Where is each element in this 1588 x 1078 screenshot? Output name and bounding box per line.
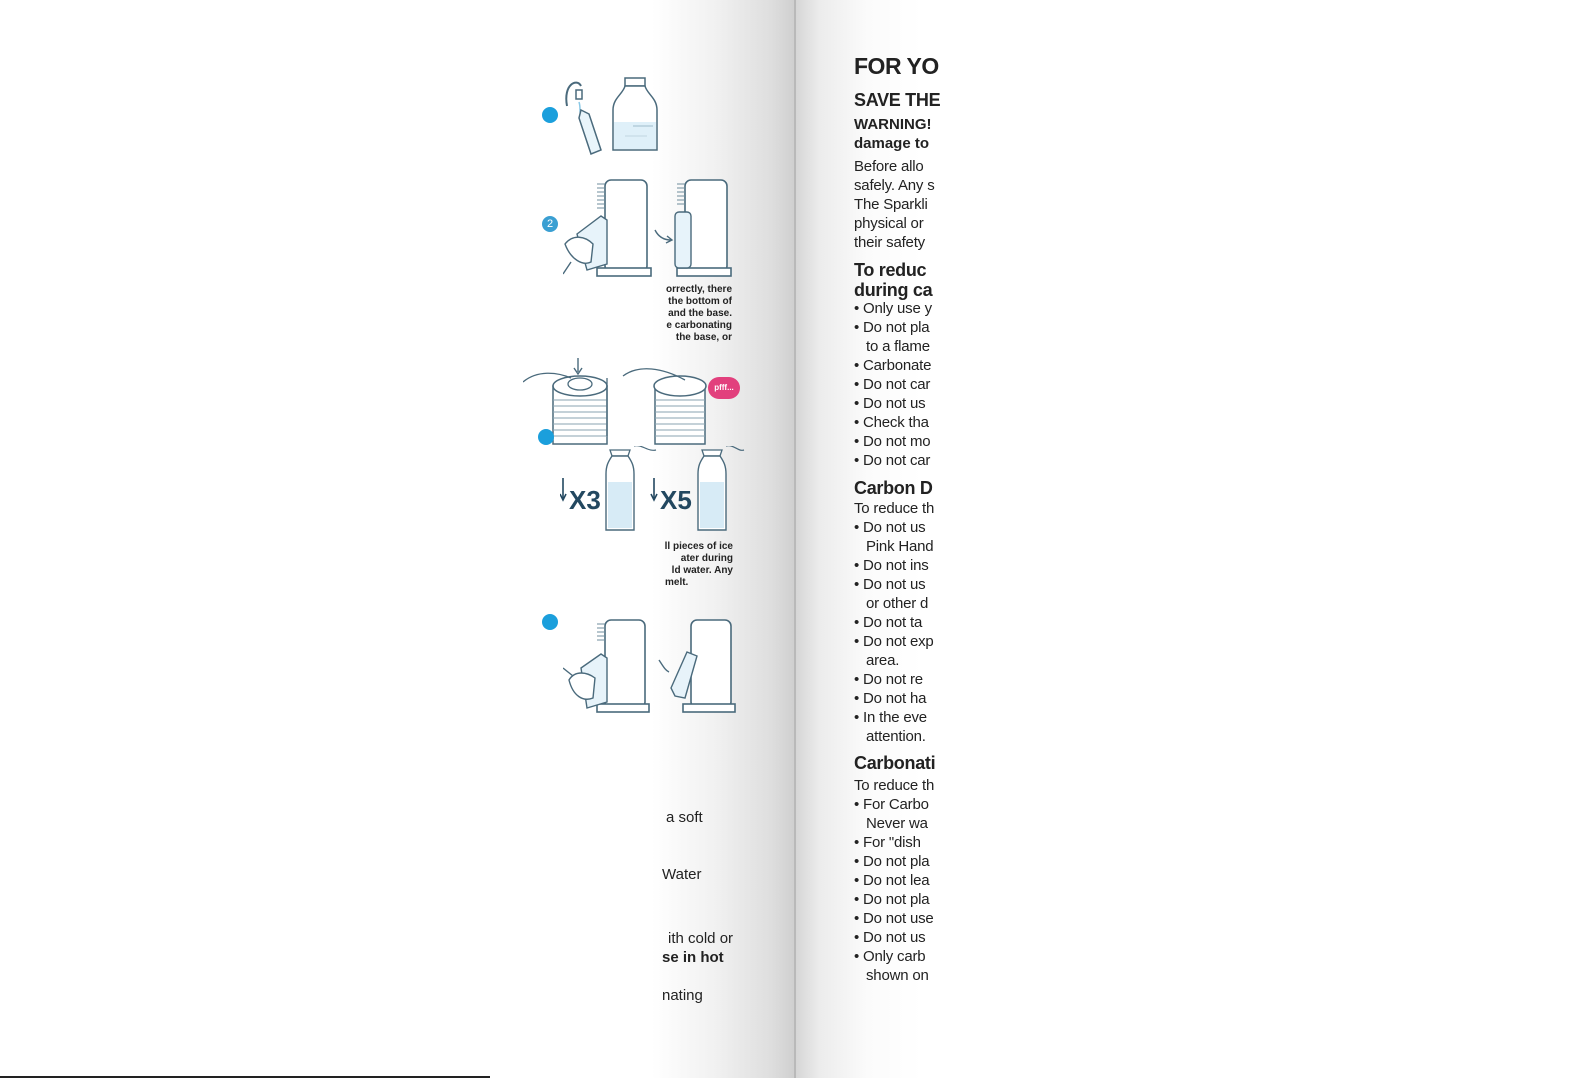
section-3-item: • Do not pla [854,853,930,870]
carbonate-bottle-illustration [560,446,745,531]
left-page [0,0,795,1078]
caption-line: e carbonating [666,320,732,331]
pfff-sound-bubble: pfff... [708,377,740,399]
intro-line: Before allo [854,158,924,175]
section-2-item: • Do not re [854,671,923,688]
section-3-item: • Only carb [854,948,926,965]
intro-line: their safety [854,234,925,251]
remove-bottle-illustration [563,619,736,713]
intro-line: safely. Any s [854,177,935,194]
step-3-marker [538,429,554,445]
section-1-item: • Do not pla [854,319,930,336]
section-1-item: • Check tha [854,414,929,431]
pump-count-5: X5 [660,485,692,515]
section-3-item: • For "dish [854,834,921,851]
section-2-item: • Do not ins [854,557,929,574]
section-3-item: • Do not us [854,929,926,946]
section-2-intro: To reduce th [854,500,935,517]
step-1-marker [542,107,558,123]
section-2-item: • Do not ha [854,690,927,707]
press-button-illustration [523,358,707,445]
section-3-item: • For Carbo [854,796,929,813]
bottom-rule [0,1076,490,1078]
caption-line: orrectly, there [666,284,732,295]
caption-line: ater during [680,553,733,564]
text-fragment-water: Water [662,866,702,883]
section-2-item: or other d [866,595,929,612]
fill-bottle-illustration [565,77,658,155]
text-fragment-hot: se in hot [662,949,724,966]
section-1-heading: To reduc [854,260,927,280]
warning-line: WARNING! [854,116,932,133]
section-2-item: attention. [866,728,926,745]
section-1-item: • Do not car [854,376,931,393]
save-heading: SAVE THE [854,90,941,110]
section-1-item: • Do not mo [854,433,931,450]
text-fragment-carbonating: nating [662,987,703,1004]
intro-line: The Sparkli [854,196,928,213]
attach-bottle-illustration [563,179,732,277]
caption-line: the bottom of [668,296,732,307]
text-fragment-cold: ith cold or [668,930,734,947]
section-2-item: Pink Hand [866,538,934,555]
section-2-item: • Do not exp [854,633,934,650]
section-1-heading: during ca [854,280,933,300]
section-3-item: • Do not lea [854,872,930,889]
section-2-item: area. [866,652,900,669]
section-3-item: • Do not use [854,910,934,927]
caption-line: and the base. [668,308,732,319]
caption-line: melt. [665,577,689,588]
caption-attach-bottle: orrectly, there the bottom of and the ba… [600,284,732,344]
section-3-item: • Do not pla [854,891,930,908]
section-2-item: • In the eve [854,709,927,726]
section-3-intro: To reduce th [854,777,935,794]
text-fragment-soft: a soft [666,809,703,826]
section-1-item: • Carbonate [854,357,932,374]
section-1-item: to a flame [866,338,930,355]
step-4-marker [542,614,558,630]
section-2-item: • Do not us [854,576,926,593]
step-2-marker: 2 [542,216,558,232]
section-1-item: • Only use y [854,300,932,317]
caption-line: ll pieces of ice [664,541,733,552]
section-3-heading: Carbonati [854,753,936,773]
section-2-item: • Do not ta [854,614,923,631]
section-3-item: Never wa [866,815,928,832]
section-2-item: • Do not us [854,519,926,536]
warning-line: damage to [854,135,930,152]
pump-count-3: X3 [569,485,601,515]
section-1-item: • Do not us [854,395,926,412]
caption-line: ld water. Any [671,565,733,576]
section-1-item: • Do not car [854,452,931,469]
caption-ice: ll pieces of ice ater during ld water. A… [600,541,733,589]
section-3-item: shown on [866,967,929,984]
section-2-heading: Carbon D [854,478,933,498]
intro-line: physical or [854,215,924,232]
caption-line: the base, or [675,332,732,343]
page-title: FOR YO [854,53,939,79]
right-page [796,0,1588,1078]
book-spine [794,0,796,1078]
